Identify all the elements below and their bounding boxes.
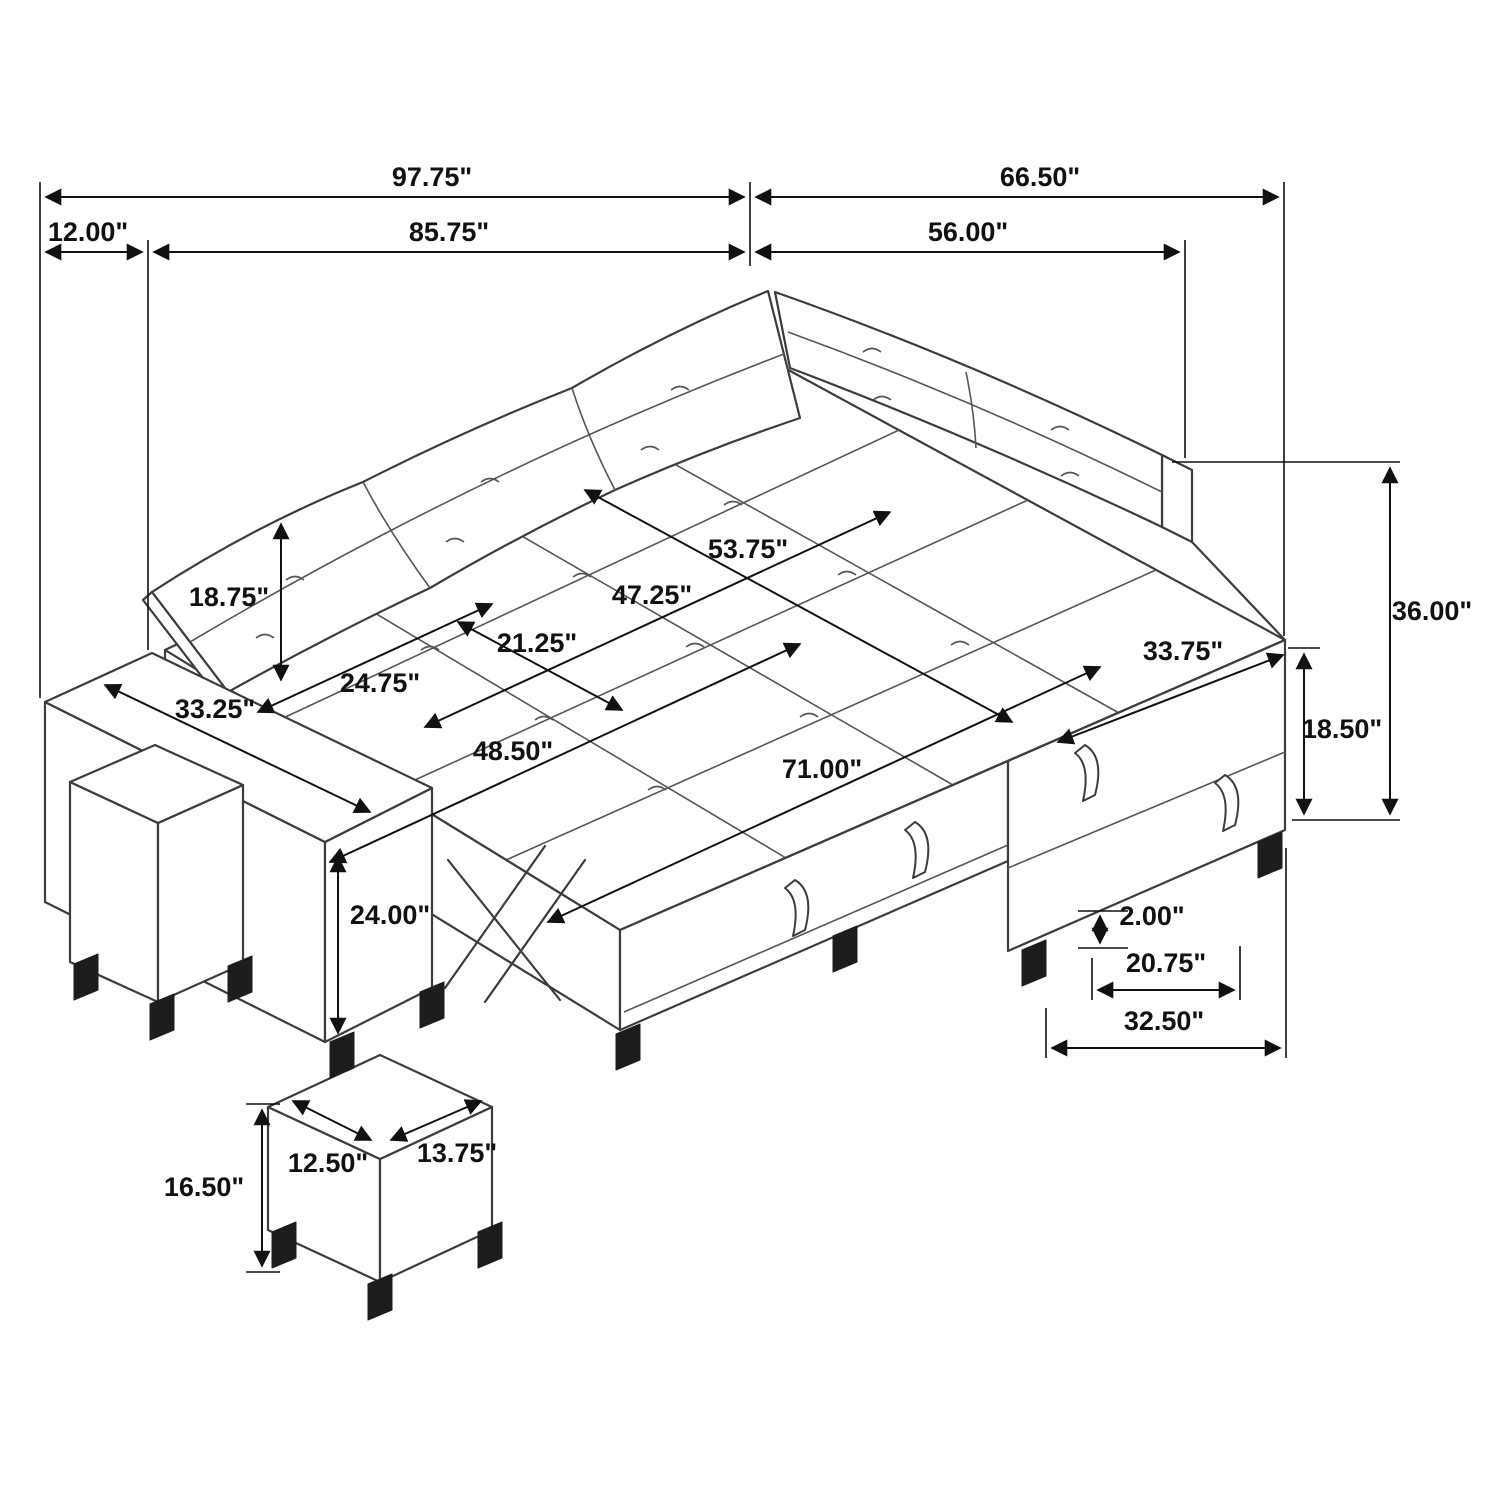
dim-chaise-seat-width bbox=[1056, 652, 1285, 745]
dimension-arrows bbox=[44, 188, 1399, 1268]
dim-label-bed-depth-inner: 47.25" bbox=[612, 580, 692, 610]
dim-label-back-cushion-height: 18.75" bbox=[189, 582, 269, 612]
dimension-labels: 97.75" 66.50" 12.00" 85.75" 56.00" 18.75… bbox=[48, 162, 1472, 1202]
dim-label-overall-depth: 66.50" bbox=[1000, 162, 1080, 192]
right-back-shell bbox=[1160, 453, 1194, 544]
dim-label-chaise-base-width: 32.50" bbox=[1124, 1006, 1204, 1036]
dim-label-bed-depth-outer: 53.75" bbox=[708, 534, 788, 564]
dim-label-seat-depth-short: 21.25" bbox=[497, 628, 577, 658]
dim-label-seat-width-small: 24.75" bbox=[340, 668, 420, 698]
extension-lines bbox=[39, 182, 1400, 1273]
dim-label-ottoman-height: 16.50" bbox=[164, 1172, 244, 1202]
dim-label-ottoman-width: 13.75" bbox=[417, 1138, 497, 1168]
sofa-bed-drawing bbox=[43, 289, 1287, 1321]
dimension-layer: 97.75" 66.50" 12.00" 85.75" 56.00" 18.75… bbox=[39, 162, 1472, 1273]
dim-label-bed-width-inner: 48.50" bbox=[473, 736, 553, 766]
dim-label-chaise-inner-depth: 56.00" bbox=[928, 217, 1008, 247]
right-back-cushion bbox=[773, 290, 1164, 529]
dim-label-interior-width: 85.75" bbox=[409, 217, 489, 247]
dim-label-overall-width: 97.75" bbox=[392, 162, 472, 192]
dim-label-leg-height: 2.00" bbox=[1119, 901, 1184, 931]
dim-console-depth bbox=[103, 683, 372, 814]
dim-label-arm-height: 24.00" bbox=[350, 900, 430, 930]
chaise-rear-edge bbox=[1190, 540, 1287, 642]
dim-label-back-height: 36.00" bbox=[1392, 596, 1472, 626]
dim-label-storage-inner-width: 20.75" bbox=[1126, 948, 1206, 978]
dim-label-console-depth: 33.25" bbox=[175, 694, 255, 724]
dim-label-bed-length: 71.00" bbox=[782, 754, 862, 784]
dim-label-ottoman-depth: 12.50" bbox=[288, 1148, 368, 1178]
dim-label-arm-width: 12.00" bbox=[48, 217, 128, 247]
dim-ottoman-depth bbox=[291, 1100, 373, 1141]
dim-bed-length bbox=[546, 665, 1102, 924]
dim-label-seat-height: 18.50" bbox=[1302, 714, 1382, 744]
dim-label-chaise-seat-width: 33.75" bbox=[1143, 636, 1223, 666]
dim-ottoman-width bbox=[389, 1099, 483, 1142]
